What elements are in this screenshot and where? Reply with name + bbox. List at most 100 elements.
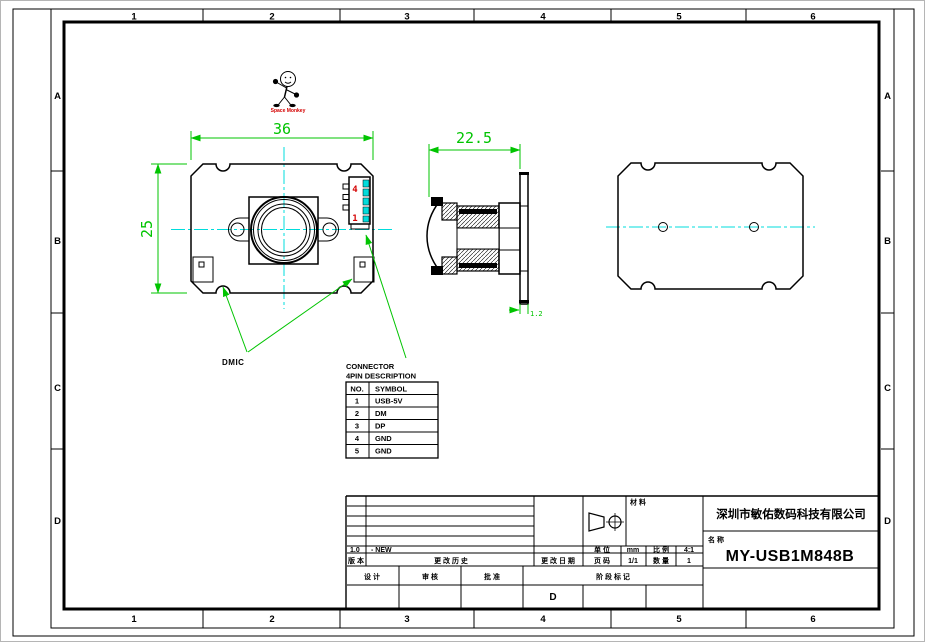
dimension-22-5: 22.5 xyxy=(428,129,521,197)
zone-row-label: A xyxy=(54,91,61,102)
pin-symbol: USB-5V xyxy=(375,397,403,406)
paper-border xyxy=(12,8,915,637)
side-view: 22.5 1.2 xyxy=(426,129,543,318)
col-header-symbol: SYMBOL xyxy=(375,385,408,394)
pin-symbol: DM xyxy=(375,409,387,418)
part-number: MY-USB1M848B xyxy=(726,548,855,565)
zone-col-label: 6 xyxy=(810,614,815,625)
zone-col-label: 4 xyxy=(540,614,546,625)
zone-numbers-top: 1 2 3 4 5 6 xyxy=(131,12,815,23)
leader-lines: DMIC xyxy=(222,234,407,367)
pcb-outline-back xyxy=(617,162,804,290)
zone-col-label: 5 xyxy=(676,12,682,23)
connector-table-rows: 1 USB-5V 2 DM 3 DP 4 GND 5 GND xyxy=(355,397,403,456)
lens-barrel-inner xyxy=(253,199,315,261)
pin-no: 1 xyxy=(355,397,359,406)
pcb-outline-front xyxy=(190,163,374,294)
scale-value: 4:1 xyxy=(684,547,694,554)
design-label: 设 计 xyxy=(364,572,380,581)
page-value: 1/1 xyxy=(628,558,638,565)
history-label: 更 改 历 史 xyxy=(434,556,469,565)
lens-glass xyxy=(261,207,307,253)
lens-front-curve xyxy=(426,201,440,271)
front-view: 4 1 36 25 DMIC xyxy=(138,120,407,367)
stage-value: D xyxy=(549,592,556,603)
ear-hole-left xyxy=(230,222,245,237)
pin-symbol: GND xyxy=(375,434,392,443)
qty-value: 1 xyxy=(687,558,691,565)
dimension-36: 36 xyxy=(190,120,374,160)
scale-label: 比 例 xyxy=(653,545,669,554)
zone-row-label: B xyxy=(884,236,891,247)
lens-barrel-outer xyxy=(250,196,318,264)
zone-col-label: 1 xyxy=(131,614,137,625)
lens-ring xyxy=(257,203,311,257)
connector-table: CONNECTOR 4PIN DESCRIPTION NO. SYMBOL 1 … xyxy=(345,362,439,459)
mascot-head xyxy=(280,71,296,87)
pin-no: 4 xyxy=(355,434,360,443)
dim-36-text: 36 xyxy=(273,120,291,138)
company-name: 深圳市敏佑数码科技有限公司 xyxy=(716,507,866,521)
material-label: 材 料 xyxy=(629,498,646,507)
pin-symbol: DP xyxy=(375,422,385,431)
qty-label: 数 量 xyxy=(653,556,669,565)
dimension-25: 25 xyxy=(138,163,187,294)
zone-col-label: 5 xyxy=(676,614,682,625)
zone-row-label: D xyxy=(884,516,891,527)
zone-border xyxy=(50,8,895,629)
dimension-1-2: 1.2 xyxy=(509,304,543,318)
sheet-frame: 1 2 3 4 5 6 1 2 3 4 5 6 A B C D A B C D xyxy=(12,8,915,637)
mascot-logo: Space Monkey xyxy=(271,71,306,114)
revision-note: - NEW xyxy=(371,547,392,554)
pin-4-label: 4 xyxy=(352,185,358,195)
pin-no: 2 xyxy=(355,409,359,418)
unit-value: mm xyxy=(627,547,639,554)
connector-table-title1: CONNECTOR xyxy=(346,362,395,371)
zone-row-label: A xyxy=(884,91,891,102)
zone-col-label: 1 xyxy=(131,12,137,23)
dmic-label: DMIC xyxy=(222,358,244,367)
mascot-caption: Space Monkey xyxy=(271,108,306,114)
zone-col-label: 3 xyxy=(404,12,409,23)
pcb-edge-side xyxy=(519,172,529,305)
drawing-frame xyxy=(62,20,881,611)
dim-25-text: 25 xyxy=(138,220,156,238)
lens-holder-ear-left xyxy=(228,217,249,242)
version-label: 版 本 xyxy=(348,556,364,565)
lens-mount-section xyxy=(426,197,521,275)
mount-hole-right xyxy=(749,222,759,232)
zone-row-label: C xyxy=(884,383,891,394)
zone-row-label: D xyxy=(54,516,61,527)
approve-label: 批 准 xyxy=(484,572,500,581)
title-block-grid xyxy=(345,495,878,608)
date-label: 更 改 日 期 xyxy=(541,556,575,565)
zone-col-label: 4 xyxy=(540,12,546,23)
zone-letters: A B C D A B C D xyxy=(54,91,891,527)
dmic-components xyxy=(192,256,375,283)
col-header-no: NO. xyxy=(350,385,363,394)
pin-no: 3 xyxy=(355,422,359,431)
lens-holder-ear-right xyxy=(318,217,339,242)
title-block: 材 料 深圳市敏佑数码科技有限公司 名 称 MY-USB1M848B 1.0 -… xyxy=(345,495,878,608)
pin-symbol: GND xyxy=(375,447,392,456)
zone-row-label: C xyxy=(54,383,61,394)
zone-numbers-bottom: 1 2 3 4 5 6 xyxy=(131,614,815,625)
zone-col-label: 6 xyxy=(810,12,815,23)
dim-1-2-text: 1.2 xyxy=(530,310,543,318)
zone-col-label: 2 xyxy=(269,12,274,23)
pin-1-label: 1 xyxy=(352,214,357,224)
connector-table-title2: 4PIN DESCRIPTION xyxy=(346,372,416,381)
review-label: 审 核 xyxy=(422,572,438,581)
zone-ticks xyxy=(51,9,894,628)
version-value: 1.0 xyxy=(350,547,360,554)
page-label: 页 码 xyxy=(594,557,610,565)
usb-connector: 4 1 xyxy=(342,176,371,230)
back-view xyxy=(606,162,815,290)
ear-hole-right xyxy=(322,222,337,237)
mount-hole-left xyxy=(658,222,668,232)
stage-label: 阶 段 标 记 xyxy=(596,572,630,581)
name-label: 名 称 xyxy=(708,535,724,544)
projection-symbol xyxy=(588,512,624,532)
connector-pads xyxy=(362,179,370,223)
